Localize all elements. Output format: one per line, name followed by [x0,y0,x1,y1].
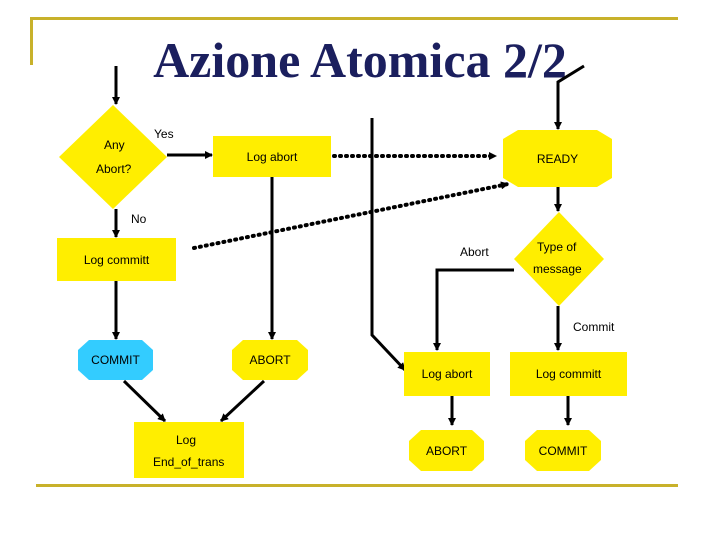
arrow-into-ready [554,64,585,130]
type-of-message-label-line2: message [533,262,582,276]
log-commit-left-box: Log committ [57,238,176,281]
frame-bottom-line [36,484,678,487]
log-abort-top-box: Log abort [213,136,331,177]
type-of-message-label-line1: Type of [537,240,577,254]
log-end-label-line1: Log [176,433,197,447]
abort-mid-hexagon [232,340,308,380]
edge-label-commit: Commit [573,320,615,334]
arrow-commit-to-log-end [122,379,167,423]
log-end-label-line2: End_of_trans [153,455,225,469]
ready-label: READY [536,151,579,166]
commit-left-hexagon [78,340,153,380]
edge-label-abort: Abort [460,245,489,259]
edge-label-yes: Yes [154,127,174,141]
edge-label-no: No [131,212,147,226]
log-end-box [134,422,244,478]
dotted-arrow-to-log-commit [192,181,510,250]
frame-top-line [30,17,678,20]
commit-right-hexagon [525,430,601,471]
frame-left-line [30,17,33,65]
any-abort-diamond [59,105,167,209]
arrow-left-to-log-abort [370,118,407,372]
commit-right-label: COMMIT [538,443,588,458]
ready-hexagon [503,130,612,187]
log-abort-right-box: Log abort [404,352,490,396]
commit-left-label: COMMIT [91,353,140,367]
abort-mid-label: ABORT [249,353,291,367]
any-abort-label-line1: Any [104,138,125,152]
arrow-abort-to-log-end [219,379,266,423]
type-of-message-diamond [514,212,604,306]
abort-right-label: ABORT [425,443,468,458]
arrow-abort-branch [433,268,514,351]
any-abort-label-line2: Abort? [96,162,132,176]
log-commit-right-box: Log committ [510,352,627,396]
slide-title: Azione Atomica 2/2 [153,32,567,88]
abort-right-hexagon [409,430,484,471]
